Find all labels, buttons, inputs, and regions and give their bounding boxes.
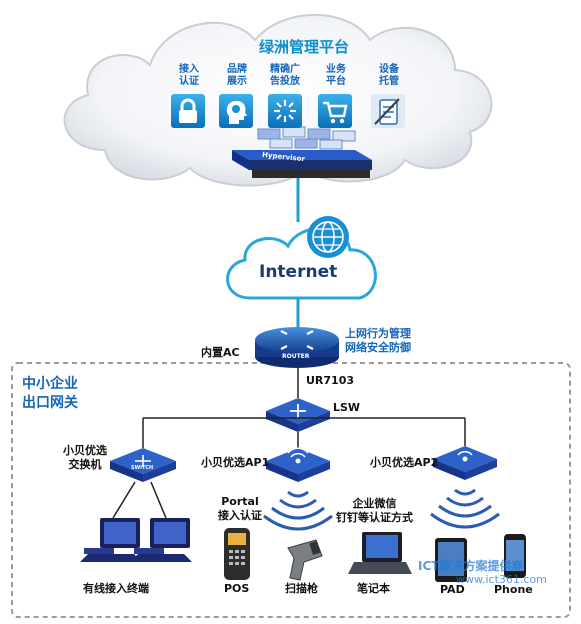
hypervisor-server-icon [232, 126, 372, 178]
ap1-icon [266, 444, 330, 482]
service-brand-tile [219, 94, 253, 128]
service-label-ads: 精确广 告投放 [270, 64, 300, 87]
clipboard-icon [371, 94, 405, 128]
service-label-auth: 接入 认证 [179, 64, 199, 87]
pos-label: POS [224, 582, 250, 595]
phone-icon [504, 534, 526, 578]
service-label-business: 业务 平台 [326, 64, 346, 87]
pad-label: PAD [440, 583, 465, 596]
internet-label: Internet [259, 262, 338, 282]
lock-icon [171, 94, 205, 128]
head-gear-icon [219, 94, 253, 128]
scanner-label: 扫描枪 [285, 582, 318, 595]
lsw-label: LSW [333, 401, 361, 414]
ap2-icon [433, 446, 497, 480]
access-switch-icon [110, 448, 176, 482]
wechat-auth-label: 企业微信 钉钉等认证方式 [336, 497, 413, 524]
globe-icon [307, 216, 349, 258]
tablet-icon [435, 538, 467, 582]
service-label-device: 设备 托管 [379, 64, 399, 87]
wired-terminal-label: 有线接入终端 [83, 582, 149, 595]
service-ad-tile [268, 94, 302, 128]
enterprise-label: 中小企业 出口网关 [22, 376, 78, 411]
desktop-pc-icon [80, 518, 142, 562]
laptop-label: 笔记本 [357, 582, 390, 595]
service-lock-tile [171, 94, 205, 128]
ap2-label: 小贝优选AP2 [370, 456, 439, 469]
ap2-wifi-waves-icon [430, 488, 500, 529]
ap1-label: 小贝优选AP1 [201, 456, 270, 469]
ap1-wifi-waves-icon [263, 490, 333, 531]
router-features: 上网行为管理 网络安全防御 [345, 327, 411, 354]
watermark-url: www.ict361.com [456, 573, 547, 586]
target-icon [268, 94, 302, 128]
barcode-scanner-icon [287, 539, 323, 581]
router-model-label: UR7103 [306, 374, 355, 387]
laptop-icon [348, 532, 412, 574]
service-label-brand: 品牌 展示 [227, 64, 247, 87]
switch-badge: SWITCH [131, 465, 154, 471]
portal-label: Portal 接入认证 [218, 495, 262, 522]
platform-title: 绿洲管理平台 [259, 38, 350, 56]
phone-label: Phone [494, 583, 533, 596]
switch-label: 小贝优选 交换机 [63, 444, 107, 471]
watermark-title: ICT解决方案提供商 [418, 559, 524, 573]
router-badge: ROUTER [282, 353, 310, 360]
pos-terminal-icon [224, 528, 250, 580]
router-ac-label: 内置AC [201, 346, 240, 359]
router-icon [255, 327, 339, 368]
cart-icon [318, 94, 352, 128]
service-business-tile [318, 94, 352, 128]
service-device-tile [371, 94, 405, 128]
lsw-switch-icon [266, 398, 330, 432]
desktop-pc-icon [130, 518, 192, 562]
